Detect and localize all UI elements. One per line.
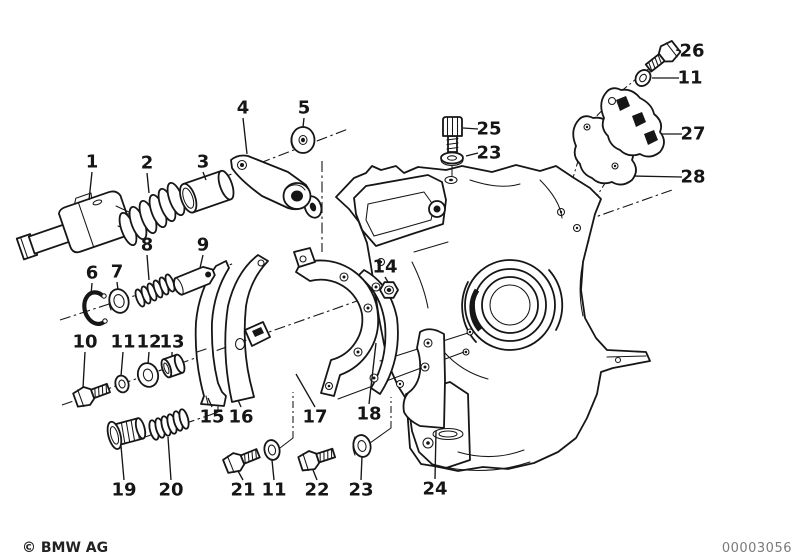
callout-part-11: 11 bbox=[261, 480, 286, 501]
callout-part-17: 17 bbox=[302, 407, 327, 428]
callout-part-2: 2 bbox=[141, 153, 154, 174]
part-20-spring bbox=[148, 408, 190, 441]
part-22-bolt bbox=[296, 443, 338, 474]
part-7-washer bbox=[108, 288, 130, 314]
leader-part-4 bbox=[242, 117, 248, 155]
copyright-text: © BMW AG bbox=[22, 540, 108, 556]
callout-part-28: 28 bbox=[680, 167, 705, 188]
callout-part-10: 10 bbox=[72, 332, 97, 353]
diagram-number: 00003056 bbox=[722, 541, 792, 556]
part-8-detent-spring bbox=[134, 273, 176, 308]
callout-part-8: 8 bbox=[141, 235, 154, 256]
part-26-bolt bbox=[641, 38, 683, 77]
callout-part-5: 5 bbox=[298, 98, 311, 119]
leader-part-11 bbox=[271, 459, 275, 481]
leader-part-6 bbox=[90, 282, 93, 296]
part-10-bolt bbox=[71, 378, 113, 410]
part-23-washer-b bbox=[352, 434, 372, 458]
leader-part-10 bbox=[82, 351, 86, 389]
part-25-socket-bolt bbox=[442, 116, 463, 177]
callout-part-13: 13 bbox=[159, 332, 184, 353]
callout-part-23: 23 bbox=[476, 143, 501, 164]
part-17-selector-fork bbox=[293, 247, 380, 397]
part-3-sleeve bbox=[179, 169, 235, 214]
callout-part-24: 24 bbox=[422, 479, 447, 500]
callout-part-25: 25 bbox=[476, 119, 501, 140]
part-11-washer bbox=[114, 374, 130, 394]
leader-part-20 bbox=[167, 436, 172, 481]
part-24-gasket bbox=[402, 328, 446, 429]
leader-part-2 bbox=[146, 172, 150, 194]
part-23-washer-a bbox=[440, 151, 464, 166]
leader-part-25 bbox=[462, 127, 479, 130]
part-13-bushing bbox=[160, 353, 186, 379]
leader-part-3 bbox=[202, 171, 207, 181]
leader-part-23 bbox=[360, 455, 363, 481]
leader-part-8 bbox=[146, 254, 150, 281]
callout-part-23: 23 bbox=[348, 480, 373, 501]
part-12-washer bbox=[136, 362, 160, 388]
leader-part-15 bbox=[207, 397, 213, 408]
part-6-snap-ring bbox=[82, 290, 108, 326]
callout-part-11: 11 bbox=[677, 68, 702, 89]
part-1-shift-shaft-head bbox=[15, 190, 133, 261]
leader-part-21 bbox=[237, 470, 244, 481]
callout-part-26: 26 bbox=[679, 41, 704, 62]
leader-part-7 bbox=[116, 281, 119, 291]
leader-part-12 bbox=[147, 351, 150, 365]
callout-part-20: 20 bbox=[158, 480, 183, 501]
callout-part-3: 3 bbox=[197, 152, 210, 173]
callout-part-1: 1 bbox=[86, 152, 99, 173]
part-14-nut bbox=[379, 281, 399, 299]
leader-part-23 bbox=[465, 152, 479, 157]
leader-part-5 bbox=[302, 117, 305, 128]
callout-part-7: 7 bbox=[111, 262, 124, 283]
callout-part-6: 6 bbox=[86, 263, 99, 284]
part-4-shift-lever bbox=[230, 154, 323, 219]
leader-part-16 bbox=[237, 399, 242, 408]
callout-part-27: 27 bbox=[680, 124, 705, 145]
leader-part-24 bbox=[434, 430, 437, 480]
callout-part-11: 11 bbox=[110, 332, 135, 353]
callout-part-4: 4 bbox=[237, 98, 250, 119]
callout-part-21: 21 bbox=[230, 480, 255, 501]
leader-part-14 bbox=[384, 276, 389, 283]
callout-part-12: 12 bbox=[136, 332, 161, 353]
callout-part-16: 16 bbox=[228, 407, 253, 428]
leader-part-1 bbox=[88, 171, 93, 201]
callout-part-15: 15 bbox=[199, 407, 224, 428]
leader-part-17 bbox=[295, 373, 316, 408]
leader-part-11 bbox=[120, 351, 124, 377]
callout-part-22: 22 bbox=[304, 480, 329, 501]
leader-part-9 bbox=[199, 254, 204, 269]
leader-part-19 bbox=[120, 445, 125, 481]
leader-part-28 bbox=[633, 175, 683, 178]
leader-part-26 bbox=[675, 49, 682, 52]
part-11-washer-b bbox=[263, 439, 281, 461]
gearbox-housing bbox=[335, 164, 651, 472]
callout-part-19: 19 bbox=[111, 480, 136, 501]
part-5-grommet bbox=[290, 126, 316, 154]
callout-part-14: 14 bbox=[372, 257, 397, 278]
callout-part-9: 9 bbox=[197, 235, 210, 256]
callout-part-18: 18 bbox=[356, 404, 381, 425]
leader-part-18 bbox=[368, 342, 377, 405]
part-27-cover bbox=[600, 87, 665, 158]
part-15-selector-fork bbox=[194, 260, 230, 407]
part-11-washer-a bbox=[634, 69, 652, 87]
leader-part-22 bbox=[312, 469, 318, 481]
part-16-selector-fork bbox=[224, 254, 271, 403]
part-2-spring bbox=[115, 181, 186, 247]
part-19-plug bbox=[106, 417, 147, 450]
part-9-detent-pin bbox=[172, 266, 216, 296]
part-21-bolt bbox=[221, 443, 263, 477]
